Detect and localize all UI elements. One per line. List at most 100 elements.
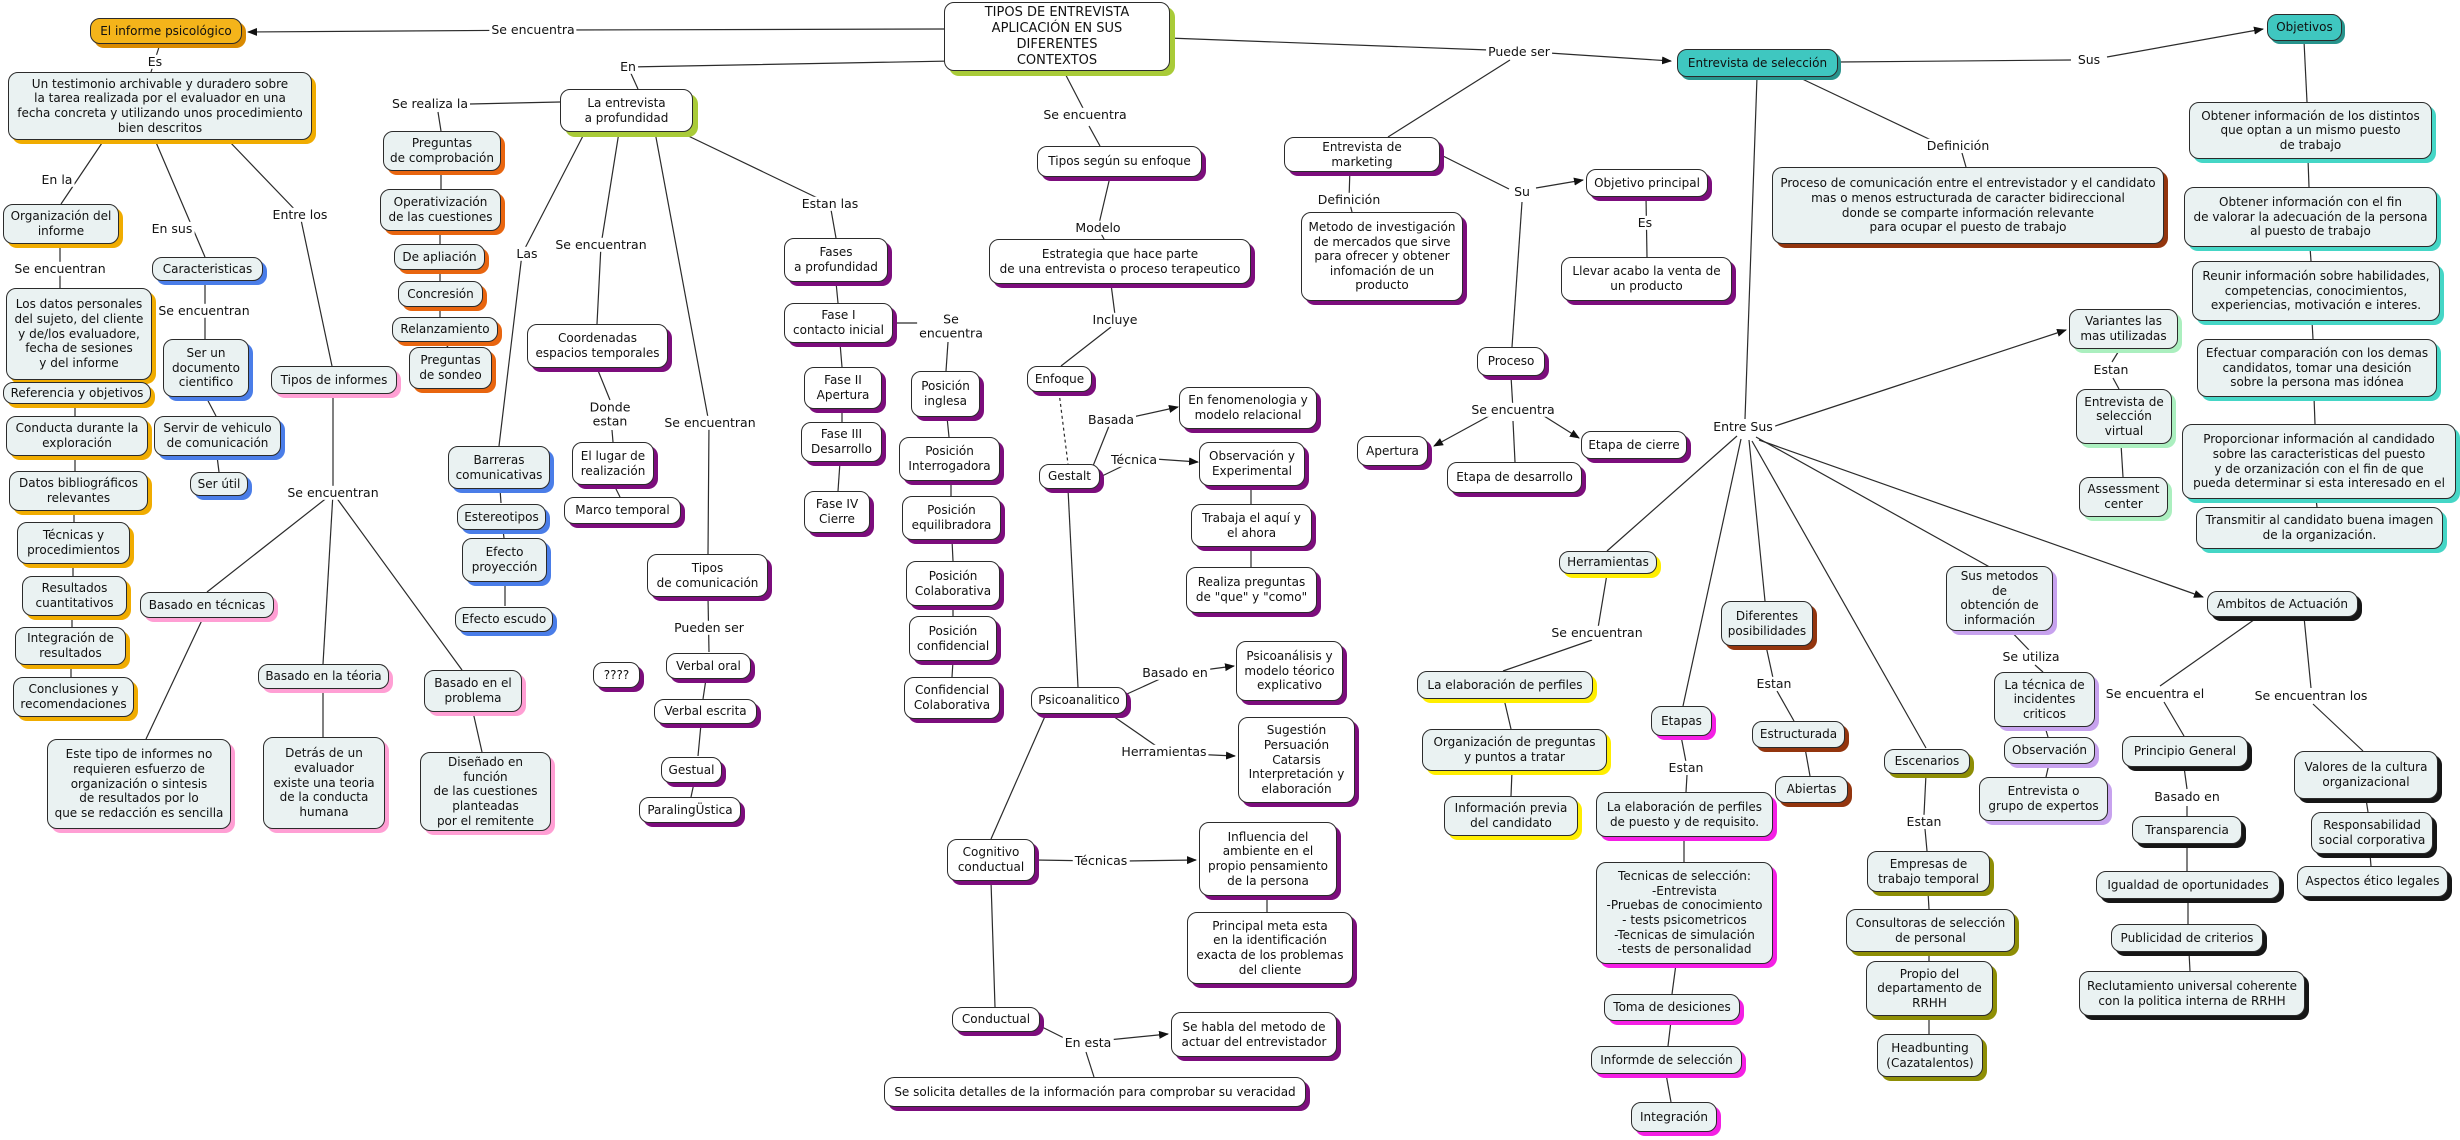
node-barreras[interactable]: Barreras comunicativas (448, 446, 550, 489)
node-informe-sel[interactable]: Informde de selección (1591, 1046, 1742, 1074)
node-tipos-informes[interactable]: Tipos de informes (271, 366, 397, 394)
node-principio[interactable]: Principio General (2122, 736, 2248, 767)
node-obj1[interactable]: Obtener información de los distintos que… (2189, 102, 2432, 159)
node-este-tipo[interactable]: Este tipo de informes no requieren esfue… (47, 739, 231, 829)
node-gestual[interactable]: Gestual (661, 757, 722, 783)
node-fase1[interactable]: Fase I contacto inicial (784, 303, 893, 343)
node-paraling[interactable]: ParalingÜstica (639, 797, 741, 823)
node-dif-pos[interactable]: Diferentes posibilidades (1721, 601, 1813, 646)
node-apertura[interactable]: Apertura (1357, 436, 1428, 466)
node-marketing[interactable]: Entrevista de marketing (1284, 137, 1440, 173)
node-detras[interactable]: Detrás de un evaluador existe una teoria… (263, 737, 385, 829)
node-objetivo-ppal[interactable]: Objetivo principal (1586, 169, 1708, 197)
node-caracteristicas[interactable]: Caracteristicas (152, 257, 263, 281)
node-principal-meta[interactable]: Principal meta esta en la identificación… (1187, 912, 1353, 984)
node-metodo-inv[interactable]: Metodo de investigación de mercados que … (1301, 212, 1463, 301)
node-testimonio[interactable]: Un testimonio archivable y duradero sobr… (8, 72, 312, 140)
node-pos-inglesa[interactable]: Posición inglesa (911, 371, 980, 417)
node-herramientas[interactable]: Herramientas (1559, 551, 1657, 574)
node-igualdad[interactable]: Igualdad de oportunidades (2096, 871, 2280, 899)
node-seleccion[interactable]: Entrevista de selección (1677, 49, 1838, 77)
node-info-previa[interactable]: Información previa del candidato (1444, 796, 1578, 836)
node-proceso-com[interactable]: Proceso de comunicación entre el entrevi… (1772, 167, 2164, 244)
node-servir-vehiculo[interactable]: Servir de vehiculo de comunicación (154, 416, 281, 456)
node-preg-sondeo[interactable]: Preguntas de sondeo (409, 347, 492, 389)
node-pos-equi[interactable]: Posición equilibradora (902, 496, 1001, 540)
node-etapa-des[interactable]: Etapa de desarrollo (1447, 462, 1582, 493)
node-transparencia[interactable]: Transparencia (2132, 816, 2242, 844)
node-estructurada[interactable]: Estructurada (1752, 721, 1845, 748)
node-fenomenologia[interactable]: En fenomenologia y modelo relacional (1179, 387, 1317, 429)
node-obj3[interactable]: Reunir información sobre habilidades, co… (2192, 261, 2440, 321)
node-tipos-com[interactable]: Tipos de comunicación (647, 554, 768, 597)
node-se-habla[interactable]: Se habla del metodo de actuar del entrev… (1171, 1012, 1337, 1057)
node-fase4[interactable]: Fase IV Cierre (804, 491, 870, 533)
node-obj2[interactable]: Obtener información con el fin de valora… (2184, 187, 2437, 247)
node-basado-problema[interactable]: Basado en el problema (424, 670, 522, 712)
node-verbal-oral[interactable]: Verbal oral (666, 653, 751, 679)
node-informe[interactable]: El informe psicológico (90, 18, 242, 44)
node-ambitos[interactable]: Ambitos de Actuación (2207, 591, 2358, 617)
node-estrategia[interactable]: Estrategia que hace parte de una entrevi… (989, 239, 1251, 284)
node-toma[interactable]: Toma de desiciones (1604, 994, 1740, 1021)
node-elab-puesto[interactable]: La elaboración de perfiles de puesto y d… (1596, 792, 1773, 837)
node-marco-temporal[interactable]: Marco temporal (564, 497, 681, 524)
node-psicoanalisis[interactable]: Psicoanálisis y modelo téorico explicati… (1236, 641, 1343, 701)
node-efecto-escudo[interactable]: Efecto escudo (455, 607, 553, 632)
node-datos-personales[interactable]: Los datos personales del sujeto, del cli… (6, 288, 152, 380)
node-valores[interactable]: Valores de la cultura organizacional (2294, 751, 2438, 799)
node-enfoque[interactable]: Enfoque (1027, 366, 1092, 392)
node-influencia[interactable]: Influencia del ambiente en el propio pen… (1199, 822, 1337, 896)
node-tecnicas-proc[interactable]: Técnicas y procedimientos (17, 522, 130, 564)
node-operativizacion[interactable]: Operativización de las cuestiones (380, 189, 501, 231)
node-resultados[interactable]: Resultados cuantitativos (22, 576, 127, 616)
node-obj4[interactable]: Efectuar comparación con los demas candi… (2197, 339, 2437, 397)
node-integracion[interactable]: Integración (1631, 1102, 1717, 1132)
node-conf-colab[interactable]: Confidencial Colaborativa (904, 677, 1000, 719)
node-publicidad[interactable]: Publicidad de criterios (2111, 924, 2263, 952)
node-cognitivo[interactable]: Cognitivo conductual (947, 839, 1035, 881)
node-disenado[interactable]: Diseñado en función de las cuestiones pl… (420, 752, 551, 832)
node-verbal-escrita[interactable]: Verbal escrita (654, 699, 757, 724)
node-title[interactable]: TIPOS DE ENTREVISTA APLICACIÓN EN SUS DI… (944, 2, 1170, 72)
node-gestalt[interactable]: Gestalt (1039, 464, 1100, 489)
node-fase2[interactable]: Fase II Apertura (804, 367, 882, 409)
node-obs-exp[interactable]: Observación y Experimental (1199, 442, 1305, 486)
node-de-apliacion[interactable]: De apliación (394, 244, 485, 270)
node-escenarios[interactable]: Escenarios (1884, 749, 1970, 774)
node-basado-tec[interactable]: Basado en técnicas (140, 592, 274, 618)
node-obj6[interactable]: Transmitir al candidato buena imagen de … (2196, 507, 2443, 549)
node-realiza-preg[interactable]: Realiza preguntas de "que" y "como" (1186, 567, 1317, 613)
node-obj5[interactable]: Proporcionar información al candidado so… (2182, 424, 2456, 499)
node-pos-inter[interactable]: Posición Interrogadora (899, 437, 1000, 481)
node-propio[interactable]: Propio del departamento de RRHH (1866, 961, 1993, 1016)
node-llevar[interactable]: Llevar acabo la venta de un producto (1561, 257, 1732, 301)
node-org-preg[interactable]: Organización de preguntas y puntos a tra… (1422, 729, 1607, 771)
node-virtual[interactable]: Entrevista de selección virtual (2076, 389, 2172, 444)
node-objetivos[interactable]: Objetivos (2267, 14, 2342, 41)
node-trabaja[interactable]: Trabaja el aquí y el ahora (1191, 504, 1312, 547)
node-aspectos[interactable]: Aspectos ético legales (2297, 866, 2448, 897)
node-tec-incidentes[interactable]: La técnica de incidentes criticos (1994, 672, 2095, 727)
node-org-informe[interactable]: Organización del informe (3, 204, 119, 244)
node-estereotipos[interactable]: Estereotipos (457, 504, 546, 530)
node-basado-teoria[interactable]: Basado en la téoria (258, 664, 389, 689)
node-psicoanalitico[interactable]: Psicoanalitico (1031, 687, 1127, 714)
node-integracion-res[interactable]: Integración de resultados (15, 627, 126, 665)
node-etapas[interactable]: Etapas (1651, 706, 1712, 736)
node-abiertas[interactable]: Abiertas (1775, 776, 1848, 803)
node-lugar[interactable]: El lugar de realización (572, 442, 654, 485)
node-headbunting[interactable]: Headbunting (Cazatalentos) (1877, 1034, 1983, 1077)
node-efecto-proy[interactable]: Efecto proyección (462, 538, 547, 582)
node-se-solicita[interactable]: Se solicita detalles de la información p… (884, 1077, 1306, 1107)
node-assessment[interactable]: Assessment center (2079, 477, 2168, 517)
node-proceso[interactable]: Proceso (1477, 347, 1545, 376)
node-entrevista-prof[interactable]: La entrevista a profundidad (560, 89, 693, 132)
node-fase3[interactable]: Fase III Desarrollo (801, 422, 882, 462)
node-empresas[interactable]: Empresas de trabajo temporal (1867, 851, 1990, 892)
node-conclusiones[interactable]: Conclusiones y recomendaciones (13, 677, 134, 717)
node-coordenadas[interactable]: Coordenadas espacios temporales (527, 324, 668, 368)
node-fases[interactable]: Fases a profundidad (784, 238, 888, 282)
node-tipos-enfoque[interactable]: Tipos según su enfoque (1037, 146, 1202, 177)
node-consultoras[interactable]: Consultoras de selección de personal (1846, 909, 2015, 952)
